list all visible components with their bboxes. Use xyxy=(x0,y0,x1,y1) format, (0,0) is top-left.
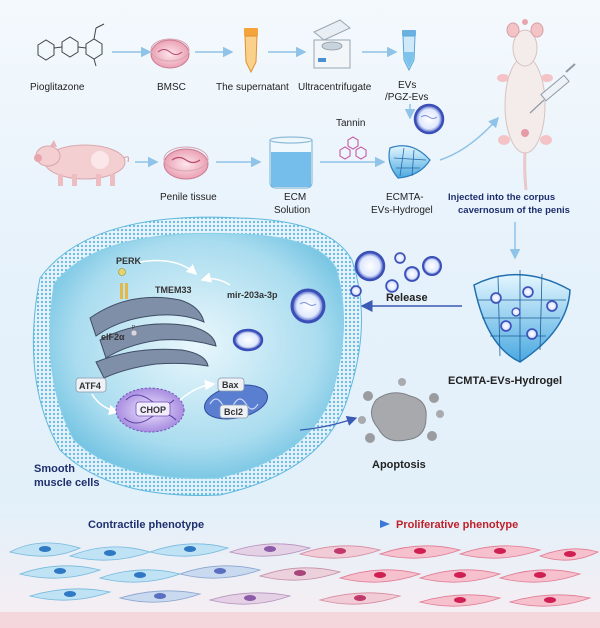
pig-illustration xyxy=(34,140,130,186)
arrow-chop-bax xyxy=(179,379,216,401)
big-hydrogel-label: ECMTA-EVs-Hydrogel xyxy=(448,375,562,387)
cell-strip xyxy=(8,542,600,607)
perk-label: PERK xyxy=(116,256,142,266)
arrow-perk-tmem33 xyxy=(139,259,198,276)
apoptosis-label: Apoptosis xyxy=(372,459,426,471)
rat-illustration xyxy=(497,19,553,191)
bcl2-badge: Bcl2 xyxy=(219,404,249,419)
big-hydrogel-icon xyxy=(473,270,571,363)
chop-badge: CHOP xyxy=(135,401,171,417)
bmsc-label: BMSC xyxy=(157,82,186,93)
bmsc-dish-icon xyxy=(150,38,190,69)
ultracentrifugate-label: Ultracentrifugate xyxy=(298,82,372,93)
evs-label-line1: EVs xyxy=(398,80,416,91)
small-hydrogel-icon xyxy=(388,145,431,179)
phospho-dot xyxy=(130,329,138,337)
ev-vesicle-icon xyxy=(413,103,445,135)
tannin-molecule-icon xyxy=(339,136,367,160)
evs-label-line2: /PGZ-Evs xyxy=(385,92,428,103)
ecm-label-line1: ECM xyxy=(284,192,306,203)
release-label: Release xyxy=(386,292,428,304)
arrow-mir-to-tmem33 xyxy=(200,272,231,286)
eif2a-label: eIF2α xyxy=(101,332,125,342)
svg-text:CHOP: CHOP xyxy=(140,405,166,415)
tannin-label: Tannin xyxy=(336,118,365,129)
supernatant-label: The supernatant xyxy=(216,82,289,93)
penile-tissue-label: Penile tissue xyxy=(160,192,217,203)
svg-text:Bcl2: Bcl2 xyxy=(224,407,243,417)
apoptosis-cluster xyxy=(358,378,444,443)
endoplasmic-reticulum xyxy=(89,296,217,379)
syringe-icon xyxy=(529,63,576,114)
pioglitazone-label: Pioglitazone xyxy=(30,82,85,93)
injected-label-line1: Injected into the corpus xyxy=(448,192,555,203)
released-evs xyxy=(350,250,442,297)
proliferative-label: Proliferative phenotype xyxy=(396,519,518,531)
tmem33-label: TMEM33 xyxy=(155,285,192,295)
mir-203a-3p-label: mir-203a-3p xyxy=(227,290,278,300)
hydrogel-label-line1: ECMTA- xyxy=(386,192,424,203)
bottom-tissue-band xyxy=(0,612,600,628)
ev-in-cell-2 xyxy=(232,328,264,352)
phospho-label: P xyxy=(132,325,136,331)
smc-label-line2: muscle cells xyxy=(34,477,99,489)
svg-text:Bax: Bax xyxy=(222,380,239,390)
arrow-to-apoptosis xyxy=(299,415,358,431)
supernatant-tube-icon xyxy=(244,28,258,74)
phenotype-arrow-head xyxy=(380,520,390,528)
pioglitazone-structure xyxy=(37,23,105,67)
ev-in-cell-1 xyxy=(290,288,326,324)
injected-label-line2: cavernosum of the penis xyxy=(458,205,570,216)
arrow-hydrogel-to-rat xyxy=(439,116,499,161)
perk-receptor-icon xyxy=(118,268,128,299)
atf4-badge: ATF4 xyxy=(75,377,107,393)
hydrogel-label-line2: EVs-Hydrogel xyxy=(371,205,433,216)
contractile-label: Contractile phenotype xyxy=(88,519,204,531)
ecm-label-line2: Solution xyxy=(274,205,310,216)
bax-badge: Bax xyxy=(217,377,245,392)
penile-tissue-dish-icon xyxy=(163,146,209,180)
svg-text:ATF4: ATF4 xyxy=(79,381,101,391)
evs-tube-icon xyxy=(402,30,416,72)
arrow-atf4-chop xyxy=(91,393,120,416)
ultracentrifuge-icon xyxy=(313,19,351,69)
ecm-beaker-icon xyxy=(269,136,313,189)
smc-label-line1: Smooth xyxy=(34,463,75,475)
